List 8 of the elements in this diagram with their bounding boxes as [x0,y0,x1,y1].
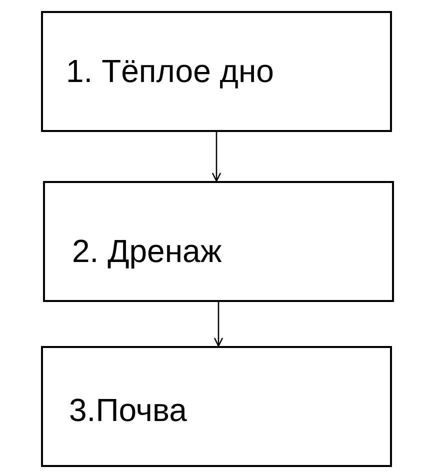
process-box [43,181,394,302]
process-box [41,11,392,132]
box-text: 2. Дренаж [72,233,222,270]
process-box [41,346,392,467]
box-text: 3.Почва [69,392,187,429]
arrow [212,132,222,182]
arrow [214,302,224,347]
box-text: 1. Тёплое дно [66,53,274,90]
